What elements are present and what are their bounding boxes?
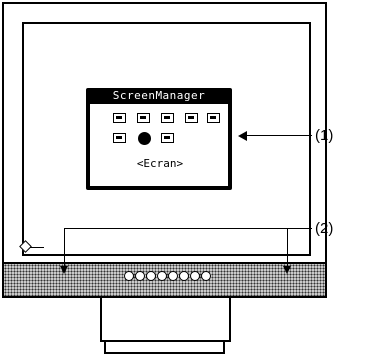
callout-1-line xyxy=(246,135,312,136)
callout-2-right-arrowhead xyxy=(283,266,291,274)
menu-caption: <Ecran> xyxy=(136,157,184,170)
control-button[interactable] xyxy=(146,271,156,281)
others-icon[interactable] xyxy=(207,113,220,123)
control-button[interactable] xyxy=(168,271,178,281)
callout-2-label: (2) xyxy=(315,220,334,237)
control-button-row xyxy=(124,271,211,283)
color-icon[interactable] xyxy=(137,113,150,123)
powermanager-icon[interactable] xyxy=(185,113,198,123)
callout-2-left-stem xyxy=(64,228,65,266)
screenmanager-menu: ScreenManager <Ecran> xyxy=(86,88,232,190)
sound-icon[interactable] xyxy=(161,113,174,123)
callout-2-right-stem xyxy=(287,228,288,266)
callout-2-left-arrowhead xyxy=(60,266,68,274)
control-button[interactable] xyxy=(201,271,211,281)
control-button[interactable] xyxy=(190,271,200,281)
control-button[interactable] xyxy=(157,271,167,281)
power-indicator-line xyxy=(30,247,44,248)
menu-title: ScreenManager xyxy=(112,89,206,102)
information-icon[interactable] xyxy=(113,133,126,143)
monitor-stand-base xyxy=(104,342,225,354)
control-button[interactable] xyxy=(124,271,134,281)
control-button[interactable] xyxy=(135,271,145,281)
monitor-stand xyxy=(100,298,231,342)
callout-1-arrowhead xyxy=(238,131,247,141)
control-button[interactable] xyxy=(179,271,189,281)
language-icon[interactable] xyxy=(138,132,151,145)
callout-2-line xyxy=(64,228,312,229)
menu-body: <Ecran> xyxy=(90,104,228,186)
exit-icon[interactable] xyxy=(161,133,174,143)
callout-1-label: (1) xyxy=(315,127,334,144)
screen-icon[interactable] xyxy=(113,113,126,123)
